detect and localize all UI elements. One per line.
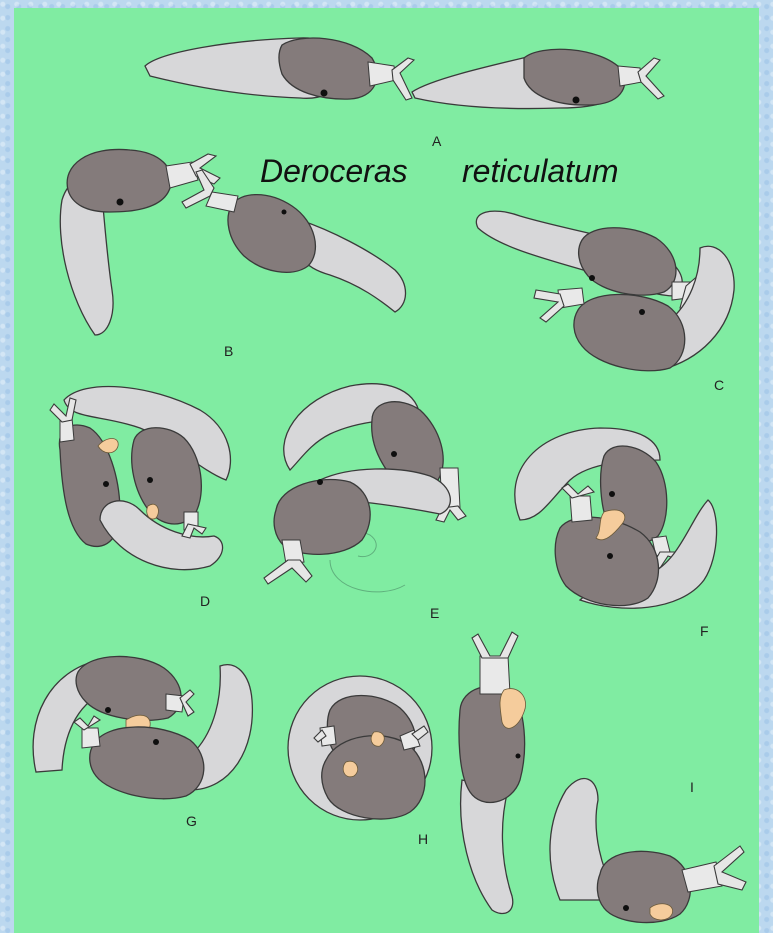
label-b: B [224,343,233,359]
slug-a-right [412,49,664,108]
label-i: I [690,779,694,795]
label-d: D [200,593,210,609]
slug-i-crawling [550,779,746,923]
slug-b-right [182,170,406,312]
label-g: G [186,813,197,829]
slug-i-upright [459,632,526,914]
slug-a-left [145,38,414,100]
title-genus: Deroceras [260,153,408,189]
slug-b-left [60,149,220,335]
label-a: A [432,133,442,149]
label-h: H [418,831,428,847]
label-c: C [714,377,724,393]
slug-c-back [476,211,706,310]
label-e: E [430,605,439,621]
slug-e-bottom [264,469,450,584]
slug-h-pair [288,676,432,820]
title-species: reticulatum [462,153,619,189]
label-f: F [700,623,709,639]
